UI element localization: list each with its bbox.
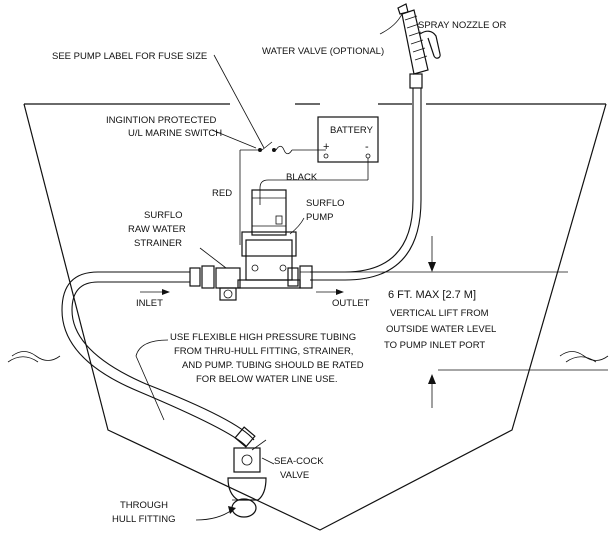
lift-label-2: VERTICAL LIFT FROM: [390, 308, 489, 319]
outlet-label: OUTLET: [332, 298, 370, 309]
strainer-leader: [199, 247, 227, 269]
seacock-label-2: VALVE: [280, 470, 309, 481]
seacock-label-1: SEA-COCK: [274, 456, 324, 467]
boat-hull: [23, 103, 607, 531]
inlet-label: INLET: [136, 298, 163, 309]
fuse-leader: [213, 54, 265, 149]
ignition-label-1: INGINTION PROTECTED: [106, 115, 216, 126]
nozzle-leader: [379, 13, 403, 35]
inlet-arrow: [140, 289, 170, 295]
thruhull-leader: [195, 509, 233, 521]
strainer-label-1: SURFLO: [144, 210, 183, 221]
battery-label: BATTERY: [330, 125, 374, 136]
lift-label-4: TO PUMP INLET PORT: [384, 340, 485, 351]
thruhull-arrowhead: [228, 506, 236, 514]
tubing-leader: [135, 339, 169, 421]
thruhull-label-1: THROUGH: [120, 500, 168, 511]
lift-label-3: OUTSIDE WATER LEVEL: [386, 324, 496, 335]
tubing-note-2: FROM THRU-HULL FITTING, STRAINER,: [174, 346, 353, 357]
battery: BATTERY + -: [317, 116, 379, 163]
strainer-label-3: STRAINER: [134, 238, 182, 249]
fuse-note: SEE PUMP LABEL FOR FUSE SIZE: [52, 51, 207, 62]
loop-tube-inner: [71, 281, 255, 441]
pump-label-2: PUMP: [306, 212, 333, 223]
switch-leader: [211, 129, 257, 149]
raw-water-strainer: [189, 265, 313, 301]
thruhull-label-2: HULL FITTING: [112, 514, 176, 525]
ignition-label-2: U/L MARINE SWITCH: [128, 128, 222, 139]
tubing-note-4: FOR BELOW WATER LINE USE.: [196, 374, 337, 385]
black-wire-label: BLACK: [286, 172, 318, 183]
water-line-right: [559, 351, 609, 363]
lift-label-1: 6 FT. MAX [2.7 M]: [388, 289, 476, 301]
black-wire: [259, 158, 369, 205]
outlet-tube-inner: [310, 88, 422, 281]
through-hull-fitting: [227, 477, 267, 518]
nozzle-label-2: WATER VALVE (OPTIONAL): [262, 46, 384, 57]
red-wire: [239, 141, 326, 245]
pump-label-1: SURFLO: [306, 198, 345, 209]
sea-cock-valve: [233, 426, 267, 473]
outlet-arrow: [316, 289, 344, 295]
surflo-pump: [237, 189, 301, 289]
lift-dimension: [300, 236, 568, 408]
nozzle-label-1: SPRAY NOZZLE OR: [418, 20, 506, 31]
loop-tube-outer: [61, 271, 247, 447]
seacock-leader: [261, 457, 275, 465]
tubing-note-1: USE FLEXIBLE HIGH PRESSURE TUBING: [170, 332, 356, 343]
battery-plus: +: [323, 141, 329, 153]
battery-minus: -: [365, 141, 369, 153]
water-line-left: [7, 351, 61, 363]
strainer-label-2: RAW WATER: [128, 224, 186, 235]
tubing-note-3: AND PUMP. TUBING SHOULD BE RATED: [182, 360, 364, 371]
spray-nozzle: [397, 3, 441, 89]
red-wire-label: RED: [212, 188, 232, 199]
pump-leader: [289, 217, 305, 235]
